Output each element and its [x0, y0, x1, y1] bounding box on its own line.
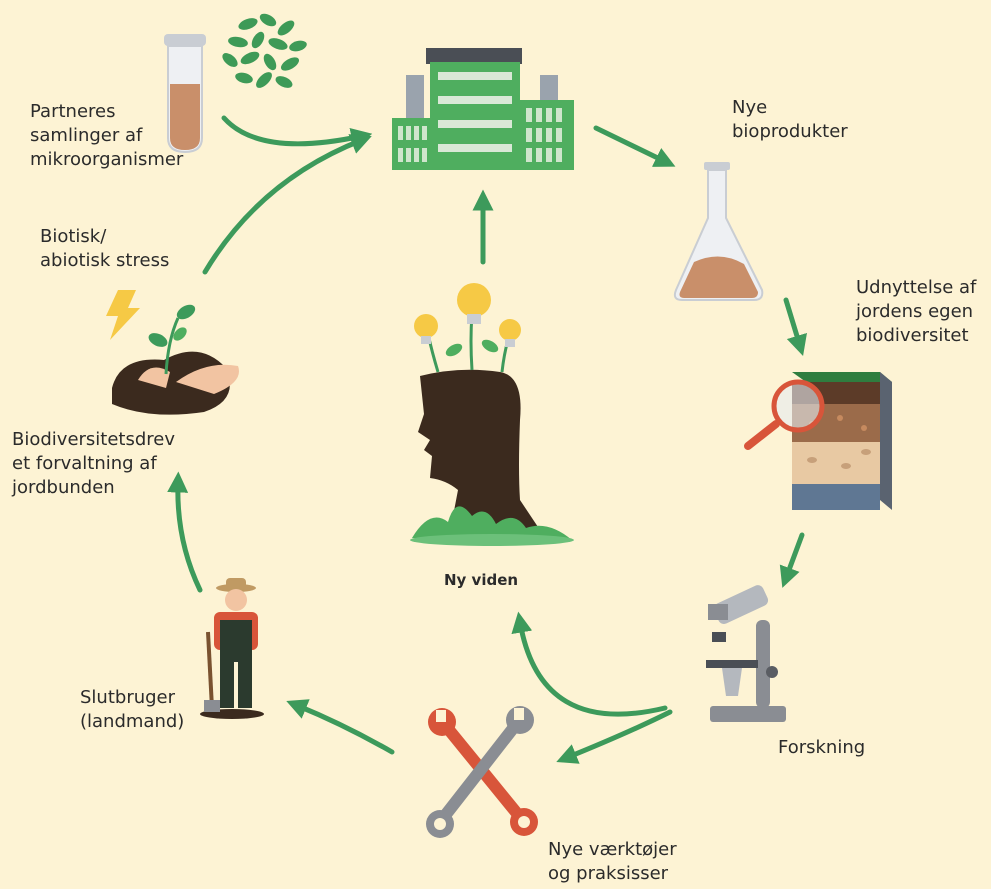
label-end-user-farmer: Slutbruger (landmand)	[80, 687, 185, 732]
flask-icon	[673, 162, 764, 301]
microscope-icon	[706, 585, 786, 722]
arrow-research-to-tools	[556, 709, 673, 764]
label-new-bioproducts: Nye bioprodukter	[732, 97, 848, 142]
magnifier-icon	[744, 379, 825, 450]
label-new-tools-practices: Nye værktøjer og praksisser	[548, 839, 677, 884]
label-research: Forskning	[778, 737, 866, 758]
plant-in-hands-icon	[112, 304, 239, 415]
arrow-bioproducts-to-soil	[783, 297, 807, 357]
head-with-ideas-icon	[410, 283, 574, 546]
arrow-farmer-to-management	[167, 471, 203, 593]
arrow-research-to-knowledge	[511, 611, 668, 717]
soil-layers-icon	[792, 372, 892, 510]
wrench-icon	[426, 706, 538, 838]
lightning-icon	[106, 290, 140, 340]
arrow-stress-to-factory	[202, 134, 372, 275]
label-partners-collections: Partneres samlinger af mikroorganismer	[30, 101, 184, 170]
factory-icon	[392, 48, 574, 170]
arrow-factory-to-bioproducts	[593, 125, 676, 167]
label-soil-biodiversity-use: Udnyttelse af jordens egen biodiversitet	[856, 277, 977, 346]
farmer-icon	[200, 578, 264, 719]
label-soil-management: Biodiversitetsdrev et forvaltning af jor…	[12, 429, 176, 498]
label-new-knowledge: Ny viden	[444, 571, 519, 589]
arrow-partners-to-factory	[221, 115, 373, 149]
arrow-tools-to-farmer	[286, 699, 395, 755]
test-tube-icon	[164, 34, 206, 154]
label-biotic-abiotic-stress: Biotisk/ abiotisk stress	[40, 226, 170, 271]
arrow-soil-to-research	[779, 532, 805, 588]
microorganisms-icon	[222, 13, 307, 88]
cycle-arrows	[167, 115, 807, 764]
